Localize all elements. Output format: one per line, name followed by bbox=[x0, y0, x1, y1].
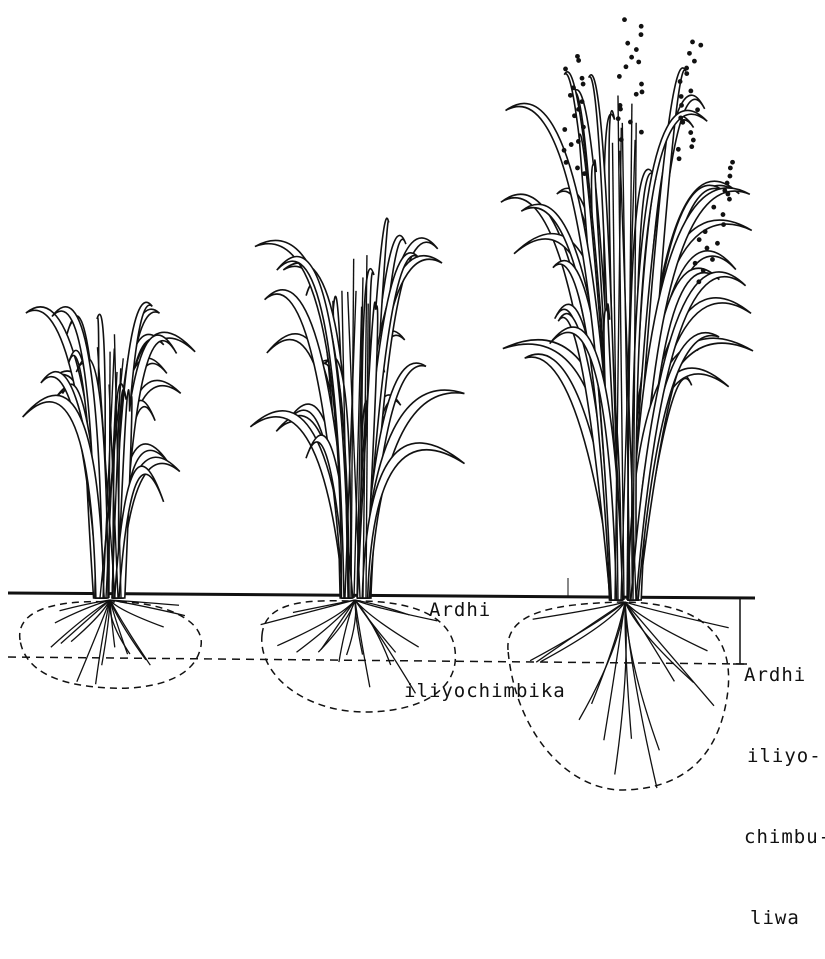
grain bbox=[562, 148, 567, 153]
grain bbox=[569, 142, 574, 147]
grain bbox=[678, 79, 683, 84]
grain bbox=[696, 279, 701, 284]
grain bbox=[725, 181, 730, 186]
grain bbox=[727, 197, 732, 202]
grain bbox=[678, 116, 683, 121]
grain bbox=[710, 257, 715, 262]
hardpan-label-line-3: chimbu- bbox=[744, 824, 825, 851]
grain bbox=[582, 171, 587, 176]
grain bbox=[564, 160, 569, 165]
grain bbox=[679, 94, 684, 99]
grain bbox=[677, 156, 682, 161]
grain bbox=[697, 237, 702, 242]
root bbox=[96, 600, 110, 684]
grain bbox=[688, 130, 693, 135]
grain bbox=[568, 93, 573, 98]
root bbox=[110, 600, 150, 665]
grain bbox=[617, 74, 622, 79]
grain bbox=[563, 66, 568, 71]
grain bbox=[701, 268, 706, 273]
grain bbox=[689, 144, 694, 149]
grain bbox=[639, 32, 644, 37]
grain bbox=[688, 89, 693, 94]
grain bbox=[640, 90, 645, 95]
grain bbox=[580, 99, 585, 104]
plowed-soil-label-line-2: iliyochimbika bbox=[404, 678, 566, 705]
plowed-soil-label: Ardhi iliyochimbika bbox=[426, 543, 566, 732]
grain bbox=[639, 130, 644, 135]
grain bbox=[575, 166, 580, 171]
grain bbox=[687, 51, 692, 56]
grain bbox=[581, 125, 586, 130]
grain bbox=[616, 116, 621, 121]
grain bbox=[575, 54, 580, 59]
grain bbox=[624, 64, 629, 69]
grain bbox=[691, 138, 696, 143]
grain bbox=[576, 139, 581, 144]
root bbox=[579, 602, 625, 720]
plowed-soil-label-line-1: Ardhi bbox=[426, 597, 566, 624]
grain bbox=[728, 174, 733, 179]
grain bbox=[695, 107, 700, 112]
rice-growth-diagram bbox=[0, 0, 825, 791]
grain bbox=[692, 59, 697, 64]
grain bbox=[705, 246, 710, 251]
root bbox=[592, 602, 625, 704]
grain bbox=[725, 192, 730, 197]
grain bbox=[622, 17, 627, 22]
grain bbox=[693, 261, 698, 266]
grain bbox=[639, 24, 644, 29]
grain bbox=[619, 137, 624, 142]
hardpan-label-line-1: Ardhi bbox=[744, 662, 825, 689]
root bbox=[625, 602, 714, 706]
plants-group bbox=[23, 17, 753, 788]
grain bbox=[676, 147, 681, 152]
grain bbox=[680, 120, 685, 125]
plow-depth-line bbox=[8, 657, 745, 664]
grain bbox=[628, 120, 633, 125]
grain bbox=[684, 71, 689, 76]
grain bbox=[634, 92, 639, 97]
grain bbox=[698, 43, 703, 48]
grain bbox=[625, 41, 630, 46]
grain bbox=[721, 212, 726, 217]
grain bbox=[715, 241, 720, 246]
grain bbox=[576, 58, 581, 63]
hardpan-label-line-4: liwa bbox=[750, 905, 825, 932]
grain bbox=[684, 66, 689, 71]
hardpan-label: Ardhi iliyo- chimbu- liwa bbox=[744, 608, 825, 959]
root bbox=[625, 602, 674, 681]
grain bbox=[636, 60, 641, 65]
root bbox=[625, 602, 707, 651]
grain bbox=[634, 47, 639, 52]
grain bbox=[703, 229, 708, 234]
grain bbox=[639, 82, 644, 87]
hardpan-label-line-2: iliyo- bbox=[747, 743, 825, 770]
grain bbox=[572, 113, 577, 118]
grain bbox=[711, 205, 716, 210]
grain bbox=[690, 40, 695, 45]
grain bbox=[721, 222, 726, 227]
grain bbox=[679, 103, 684, 108]
grain bbox=[580, 76, 585, 81]
grain bbox=[581, 82, 586, 87]
grain bbox=[562, 127, 567, 132]
grain bbox=[618, 107, 623, 112]
grain bbox=[728, 166, 733, 171]
grain bbox=[576, 107, 581, 112]
grain bbox=[571, 85, 576, 90]
rice-plant-1 bbox=[23, 302, 195, 684]
grain bbox=[730, 160, 735, 165]
grain bbox=[629, 55, 634, 60]
